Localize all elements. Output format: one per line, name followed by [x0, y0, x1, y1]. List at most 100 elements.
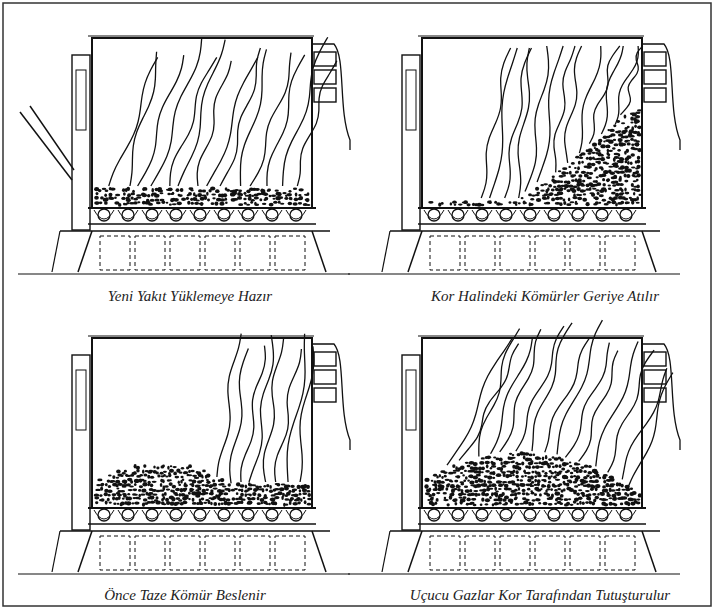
- coal-piece: [306, 485, 310, 489]
- coal-piece: [138, 497, 141, 499]
- coal-piece: [548, 503, 553, 506]
- coal-piece: [560, 494, 564, 498]
- coal-piece: [606, 179, 610, 183]
- coal-piece: [451, 481, 454, 483]
- coal-piece: [428, 201, 433, 204]
- coal-piece: [536, 192, 540, 195]
- flue-tube: [314, 88, 336, 102]
- poker: [20, 112, 72, 180]
- coal-piece: [107, 498, 110, 502]
- coal-piece: [229, 502, 233, 504]
- coal-piece: [512, 454, 515, 456]
- coal-piece: [637, 131, 640, 135]
- coal-piece: [105, 500, 108, 504]
- coal-piece: [225, 201, 228, 204]
- coal-piece: [576, 475, 581, 479]
- coal-piece: [196, 199, 200, 201]
- coal-piece: [566, 203, 571, 206]
- coal-piece: [268, 503, 271, 506]
- coal-piece: [192, 479, 197, 483]
- flue-tube: [644, 88, 666, 102]
- coal-piece: [156, 202, 161, 205]
- coal-piece: [585, 490, 590, 492]
- coal-piece: [606, 156, 610, 159]
- coal-piece: [636, 185, 639, 189]
- coal-piece: [566, 483, 569, 487]
- coal-piece: [118, 496, 121, 500]
- coal-piece: [499, 203, 503, 205]
- coal-piece: [516, 483, 520, 487]
- coal-piece: [172, 203, 177, 205]
- coal-piece: [579, 501, 582, 505]
- coal-piece: [127, 193, 131, 197]
- ash-pit-cell: [465, 536, 495, 570]
- grate-arch: [94, 510, 114, 519]
- coal-piece: [174, 198, 179, 202]
- coal-piece: [610, 133, 615, 136]
- coal-piece: [555, 464, 559, 468]
- coal-piece: [108, 474, 112, 476]
- coal-piece: [614, 503, 618, 506]
- coal-piece: [174, 476, 179, 479]
- coal-piece: [561, 171, 566, 175]
- coal-piece: [596, 182, 601, 186]
- coal-piece: [508, 498, 514, 502]
- coal-piece: [151, 188, 154, 192]
- ash-pit-cell: [275, 536, 305, 570]
- coal-piece: [264, 197, 268, 201]
- coal-piece: [586, 497, 590, 501]
- coal-piece: [163, 496, 166, 500]
- coal-piece: [184, 495, 189, 498]
- ash-pit-cell: [605, 236, 635, 270]
- coal-piece: [578, 194, 583, 196]
- coal-piece: [104, 201, 108, 205]
- coal-piece: [636, 189, 641, 192]
- coal-piece: [536, 198, 541, 202]
- coal-piece: [581, 161, 583, 164]
- flame-line: [565, 46, 582, 163]
- coal-piece: [575, 467, 579, 470]
- coal-piece: [618, 153, 621, 157]
- coal-piece: [602, 485, 606, 488]
- coal-piece: [473, 504, 477, 506]
- coal-piece: [297, 501, 301, 504]
- coal-piece: [479, 461, 484, 465]
- coal-piece: [521, 462, 524, 466]
- coal-piece: [545, 455, 548, 459]
- leg: [642, 231, 656, 272]
- coal-piece: [94, 497, 99, 500]
- coal-piece: [218, 502, 221, 505]
- coal-piece: [306, 204, 310, 206]
- coal-piece: [602, 199, 606, 202]
- coal-piece: [165, 476, 168, 478]
- coal-piece: [131, 472, 137, 475]
- coal-piece: [221, 489, 225, 492]
- coal-piece: [303, 497, 306, 499]
- coal-piece: [599, 202, 602, 204]
- grate-bar: [418, 523, 646, 525]
- coal-piece: [586, 157, 589, 160]
- base-bar: [390, 230, 660, 232]
- coal-piece: [262, 488, 265, 492]
- coal-piece: [226, 189, 230, 192]
- ash-pit-cell: [135, 236, 165, 270]
- coal-piece: [167, 466, 169, 470]
- coal-piece: [557, 191, 563, 195]
- leg: [408, 231, 422, 272]
- stove-panel: [18, 36, 350, 274]
- coal-piece: [452, 201, 457, 204]
- coal-piece: [532, 499, 536, 501]
- coal-piece: [471, 498, 476, 501]
- coal-piece: [226, 498, 231, 501]
- coal-piece: [467, 203, 471, 206]
- coal-piece: [494, 502, 499, 505]
- coal-piece: [537, 479, 541, 483]
- coal-piece: [579, 157, 583, 159]
- grate-arch: [568, 510, 588, 519]
- grate-arch: [166, 510, 186, 519]
- coal-piece: [94, 196, 99, 200]
- coal-piece: [200, 502, 203, 505]
- coal-piece: [575, 203, 579, 205]
- coal-piece: [542, 456, 544, 460]
- flame-line: [615, 46, 638, 124]
